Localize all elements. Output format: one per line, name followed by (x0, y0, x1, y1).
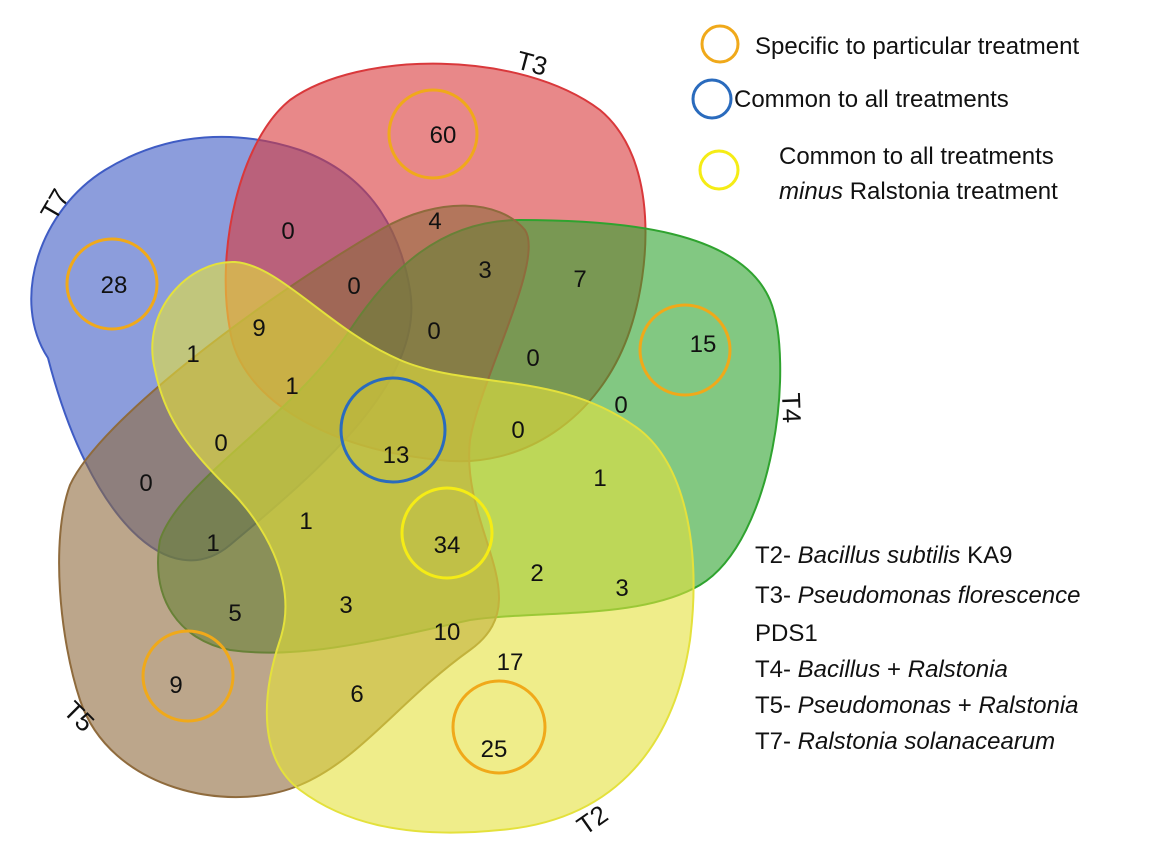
region-count: 2 (530, 560, 543, 587)
legend-label-minus-rest: Ralstonia treatment (843, 178, 1058, 205)
region-count: 7 (573, 266, 586, 293)
region-count: 0 (214, 430, 227, 457)
treatment-key: T2- Bacillus subtilis KA9 T3- Pseudomona… (755, 542, 1081, 755)
specific-ring-t7 (65, 237, 159, 331)
legend-label-common-minus-1: Common to all treatments (779, 143, 1054, 170)
specific-ring-t2 (451, 679, 547, 775)
legend-label-minus-italic: minus (779, 178, 843, 205)
common-all-ring (339, 376, 447, 484)
region-count: 3 (615, 575, 628, 602)
region-count: 0 (139, 470, 152, 497)
legend-label-common-all: Common to all treatments (734, 86, 1009, 113)
region-count: 3 (478, 257, 491, 284)
set-t2-shape (151, 260, 695, 834)
region-count-t4-only: 15 (690, 331, 717, 358)
region-count-minus-ralstonia: 34 (434, 532, 461, 559)
key-line-t3-cont: PDS1 (755, 620, 818, 647)
legend-ring-common-minus (698, 149, 740, 191)
region-count-t5-only: 9 (169, 672, 182, 699)
common-minus-ring (400, 486, 494, 580)
specific-ring-t4 (638, 303, 732, 397)
legend-label-common-minus-2: minus Ralstonia treatment (779, 178, 1058, 205)
region-count-all: 13 (383, 442, 410, 469)
key-line-t7: T7- Ralstonia solanacearum (755, 728, 1055, 755)
specific-ring-t5 (141, 629, 235, 723)
legend-label-specific: Specific to particular treatment (755, 33, 1079, 60)
region-count-t3-only: 60 (430, 122, 457, 149)
region-count: 5 (228, 600, 241, 627)
region-count: 1 (299, 508, 312, 535)
key-line-t3: T3- Pseudomonas florescence (755, 582, 1081, 609)
region-count: 4 (428, 208, 441, 235)
region-count: 0 (427, 318, 440, 345)
region-count: 0 (614, 392, 627, 419)
region-count: 0 (347, 273, 360, 300)
region-count: 9 (252, 315, 265, 342)
region-count: 1 (285, 373, 298, 400)
region-count: 0 (511, 417, 524, 444)
legend-ring-common-all (691, 78, 733, 120)
region-count: 1 (186, 341, 199, 368)
region-count-t2-only: 25 (481, 736, 508, 763)
region-count-t7-only: 28 (101, 272, 128, 299)
region-count: 0 (526, 345, 539, 372)
region-count: 6 (350, 681, 363, 708)
set-label-t4: T4 (776, 392, 807, 423)
region-count: 3 (339, 592, 352, 619)
specific-ring-t3 (387, 88, 479, 180)
key-line-t4: T4- Bacillus + Ralstonia (755, 656, 1008, 683)
region-count: 17 (497, 649, 524, 676)
legend-ring-specific (700, 24, 740, 64)
region-count: 0 (281, 218, 294, 245)
region-count: 1 (593, 465, 606, 492)
region-count: 10 (434, 619, 461, 646)
legend: Specific to particular treatment Common … (691, 24, 1079, 205)
key-line-t5: T5- Pseudomonas + Ralstonia (755, 692, 1079, 719)
region-count: 1 (206, 530, 219, 557)
key-line-t2: T2- Bacillus subtilis KA9 (755, 542, 1012, 569)
